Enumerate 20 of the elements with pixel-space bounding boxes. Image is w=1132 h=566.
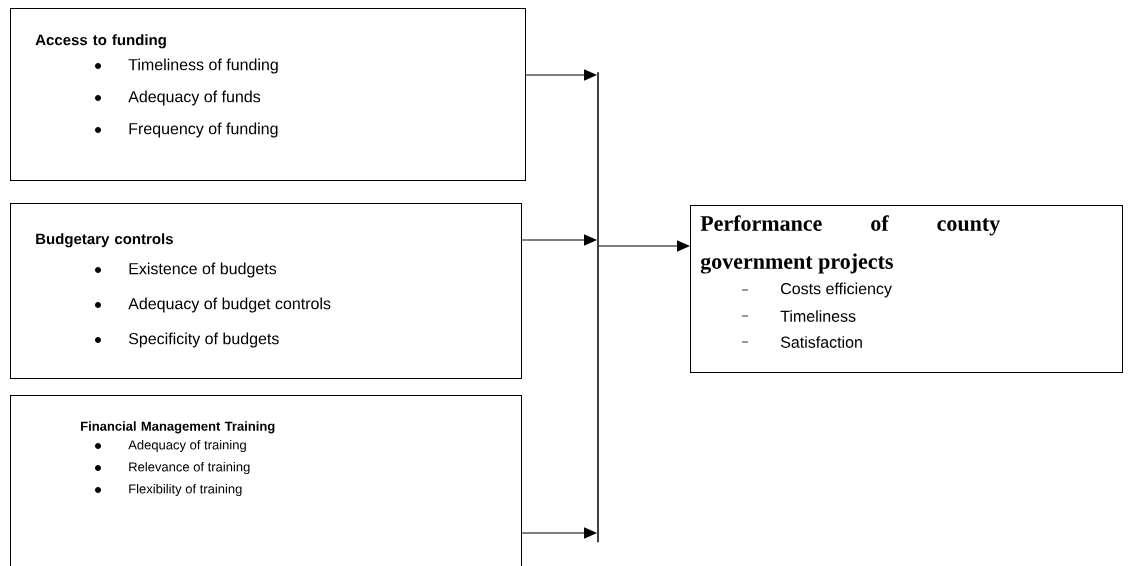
arrow: [525, 69, 597, 81]
list-item: Adequacy of budget controls: [128, 297, 331, 313]
list-item: Timeliness: [780, 310, 856, 322]
heading: Performance of county government projects: [700, 215, 1000, 274]
heading: Access to funding: [35, 34, 166, 49]
list-item: Existence of budgets: [129, 262, 277, 278]
list-item: Specificity of budgets: [128, 332, 279, 348]
list-item: Adequacy of funds: [128, 90, 261, 106]
heading: Financial Management Training: [81, 421, 275, 434]
list-item: Satisfaction: [780, 336, 862, 348]
arrow: [598, 240, 690, 252]
list-item: Timeliness of funding: [128, 58, 278, 74]
list-item: Frequency of funding: [129, 122, 278, 138]
list-item: Costs efficiency: [781, 282, 892, 298]
arrow: [521, 234, 597, 246]
arrow: [521, 527, 597, 539]
list-item: Relevance of training: [129, 461, 250, 475]
list-item: Adequacy of training: [128, 439, 246, 453]
heading: Budgetary controls: [36, 233, 173, 248]
list-item: Flexibility of training: [129, 483, 242, 497]
